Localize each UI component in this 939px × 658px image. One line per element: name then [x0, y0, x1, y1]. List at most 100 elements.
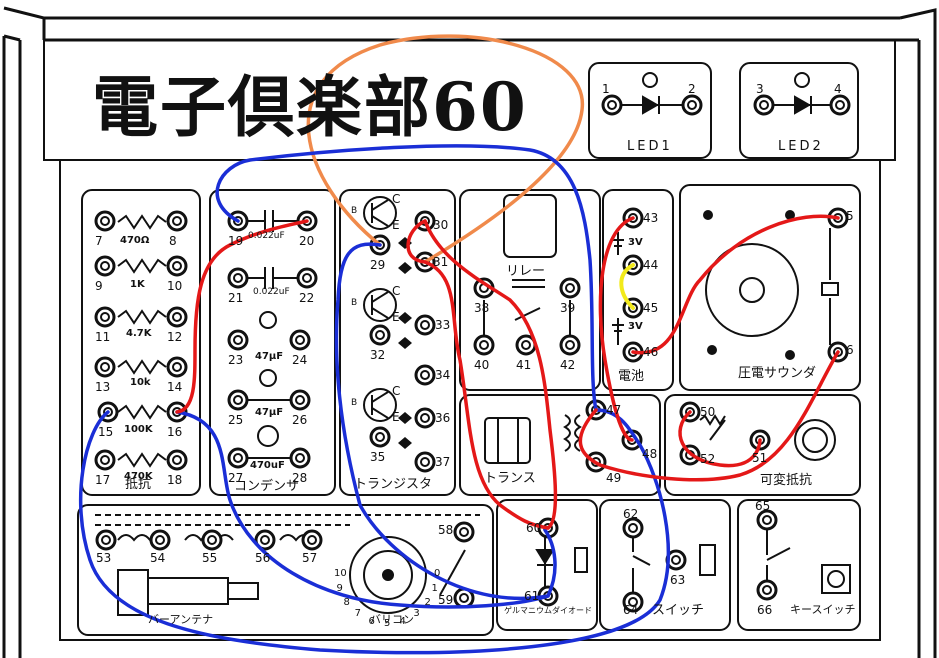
terminal-number-53: 53 [96, 551, 112, 565]
terminal-hole [459, 527, 469, 537]
terminals [94, 94, 851, 613]
terminal-hole [628, 523, 638, 533]
terminal-hole [762, 585, 772, 595]
capacitor-symbols [245, 210, 300, 459]
key-switch-symbol [766, 520, 851, 594]
varicon-tick-label: 6 [368, 615, 375, 627]
terminal-number-7: 7 [95, 234, 103, 248]
terminal-hole [607, 100, 617, 110]
transformer-section-label: トランス [484, 471, 536, 486]
variable-resistor-section-label: 可変抵抗 [760, 473, 813, 488]
terminal-hole [233, 335, 243, 345]
terminal-number-2: 2 [688, 82, 696, 96]
panel-frame [2, 6, 937, 658]
terminal-number-27: 27 [228, 471, 244, 485]
terminal-number-5: 5 [846, 209, 854, 223]
terminal-number-25: 25 [228, 413, 244, 427]
transformer-box [459, 394, 661, 496]
terminal-number-62: 62 [623, 507, 639, 521]
terminal-number-11: 11 [95, 330, 111, 344]
wire-blue-top [215, 144, 598, 412]
varicon-tick-label: 10 [334, 568, 347, 579]
wires [78, 34, 840, 655]
terminal-hole [233, 273, 243, 283]
wire-red-left [175, 219, 309, 414]
terminal-number-65: 65 [755, 499, 771, 513]
tr3-b-label: B [351, 398, 358, 408]
terminal-hole [565, 283, 575, 293]
terminal-hole [100, 455, 110, 465]
terminal-hole [302, 273, 312, 283]
terminal-hole [100, 261, 110, 271]
capacitor-value-1: 0.022uF [248, 231, 285, 241]
terminal-number-15: 15 [98, 425, 114, 439]
terminal-hole [459, 593, 469, 603]
terminal-number-21: 21 [228, 291, 244, 305]
terminal-number-1: 1 [602, 82, 610, 96]
terminal-number-57: 57 [302, 551, 318, 565]
terminal-hole [307, 535, 317, 545]
wire-red-piezo-6 [578, 350, 840, 482]
terminal-number-23: 23 [228, 353, 244, 367]
terminal-hole [172, 216, 182, 226]
varicon-tick-label: 7 [354, 608, 361, 620]
tr2-c-label: C [392, 284, 401, 298]
terminal-number-30: 30 [433, 218, 449, 232]
antenna-section-label: バーアンテナ [148, 613, 214, 626]
wire-blue-left [78, 408, 671, 655]
led2-symbol [764, 72, 840, 115]
varicon-dial [349, 536, 466, 614]
capacitor-value-4: 47μF [255, 407, 284, 418]
terminal-number-64: 64 [623, 603, 639, 617]
resistor-value-10k: 10k [130, 377, 151, 388]
terminal-hole [233, 453, 243, 463]
terminal-hole [375, 330, 385, 340]
terminal-hole [420, 370, 430, 380]
terminal-number-42: 42 [560, 358, 576, 372]
terminal-hole [375, 432, 385, 442]
transistor-dots [398, 237, 412, 449]
terminal-number-60: 60 [526, 521, 542, 535]
diode-section-label: ゲルマニウムダイオード [504, 606, 592, 615]
piezo-box [679, 184, 861, 391]
resistor-value-100k: 100K [124, 424, 153, 435]
terminal-hole [295, 453, 305, 463]
terminal-number-26: 26 [292, 413, 308, 427]
terminal-hole [762, 515, 772, 525]
wire-red-vr [678, 410, 762, 468]
terminal-number-38: 38 [474, 301, 490, 315]
resistor-value-1k: 1K [130, 279, 145, 290]
terminal-number-4: 4 [834, 82, 842, 96]
terminal-number-29: 29 [370, 258, 386, 272]
terminal-number-46: 46 [643, 345, 659, 359]
resistor-symbols [117, 214, 167, 468]
kit-title: 電子倶楽部60 [92, 68, 528, 146]
wire-blue-bottom [175, 410, 557, 609]
relay-component [483, 194, 571, 345]
terminal-number-56: 56 [255, 551, 271, 565]
capacitor-value-3: 47μF [255, 351, 284, 362]
terminal-number-8: 8 [169, 234, 177, 248]
relay-section-label: リレー [506, 264, 546, 279]
wire-blue-transistor [334, 242, 550, 601]
terminal-number-10: 10 [167, 279, 183, 293]
terminal-number-51: 51 [752, 451, 768, 465]
bar-antenna [95, 514, 480, 616]
tr2-b-label: B [351, 298, 358, 308]
terminal-hole [420, 320, 430, 330]
terminal-number-47: 47 [606, 403, 622, 417]
led1-label: LED1 [627, 139, 673, 154]
terminal-number-45: 45 [643, 301, 659, 315]
terminal-number-41: 41 [516, 358, 532, 372]
terminal-hole [100, 312, 110, 322]
terminal-number-50: 50 [700, 405, 716, 419]
switch-section-label: スイッチ [652, 603, 705, 618]
led2-box [739, 62, 859, 159]
transistor-symbols [363, 196, 397, 422]
piezo-section-label: 圧電サウンダ [738, 366, 817, 381]
varicon-tick-label: 3 [413, 608, 420, 620]
wire-red-relay [423, 219, 558, 530]
terminal-number-14: 14 [167, 380, 183, 394]
terminal-hole [100, 216, 110, 226]
